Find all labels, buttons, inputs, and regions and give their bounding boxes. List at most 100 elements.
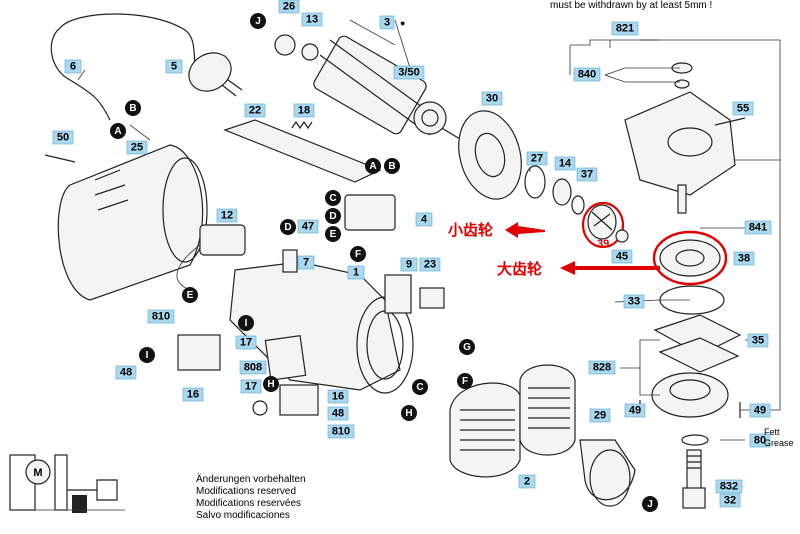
svg-text:37: 37: [581, 168, 593, 180]
svg-text:C: C: [416, 382, 423, 393]
svg-text:45: 45: [616, 250, 628, 262]
switch-rod-22-drawing: [223, 119, 382, 183]
svg-text:23: 23: [424, 258, 436, 270]
spring-18-drawing: [291, 120, 313, 130]
label-17-bottom: 17: [240, 379, 262, 394]
svg-text:821: 821: [616, 22, 634, 34]
label-1: 1: [347, 265, 365, 280]
armature-drawing: [274, 34, 471, 146]
brush-holder-16a-drawing: [177, 334, 221, 371]
marker-F-switch: F: [350, 246, 366, 262]
svg-text:841: 841: [749, 221, 767, 233]
label-828: 828: [588, 360, 616, 375]
label-48-left: 48: [115, 365, 137, 380]
label-22: 22: [244, 103, 266, 118]
svg-text:47: 47: [302, 220, 314, 232]
svg-text:J: J: [255, 16, 261, 27]
label-13: 13: [301, 12, 323, 27]
nut-45-drawing: [615, 229, 629, 243]
label-2: 2: [518, 474, 536, 489]
brush-holder-16b-drawing: [279, 384, 319, 416]
label-9: 9: [400, 257, 418, 272]
label-841: 841: [744, 220, 772, 235]
marker-G-coil: G: [459, 339, 475, 355]
label-23: 23: [419, 257, 441, 272]
marker-C-switch: C: [325, 190, 341, 206]
label-45: 45: [611, 249, 633, 264]
capacitor-12-drawing: [199, 224, 246, 256]
svg-text:4: 4: [421, 213, 428, 225]
big-gear-38-drawing: [652, 230, 728, 286]
svg-text:810: 810: [332, 425, 350, 437]
disclaimer-en: Modifications reserved: [196, 486, 296, 497]
switch-4-drawing: [344, 194, 396, 231]
svg-text:810: 810: [152, 310, 170, 322]
svg-text:C: C: [329, 193, 336, 204]
marker-A-cable: A: [110, 123, 126, 139]
svg-text:D: D: [284, 222, 291, 233]
motor-schematic: M: [9, 454, 125, 513]
svg-text:F: F: [355, 249, 361, 260]
label-47: 47: [297, 219, 319, 234]
schematic-motor-letter: M: [33, 467, 42, 479]
svg-text:3/50: 3/50: [398, 66, 419, 78]
svg-text:3: 3: [384, 16, 390, 28]
spindle-832-drawing: [682, 449, 706, 509]
label-821: 821: [611, 21, 639, 36]
svg-text:E: E: [187, 290, 194, 301]
marker-D-capacitor: D: [280, 219, 296, 235]
svg-text:49: 49: [754, 404, 766, 416]
marker-I-left: I: [139, 347, 155, 363]
label-6: 6: [64, 59, 82, 74]
svg-text:49: 49: [629, 404, 641, 416]
svg-text:9: 9: [406, 258, 412, 270]
small-gear-annotation: 小齿轮: [448, 221, 493, 239]
svg-text:840: 840: [578, 68, 596, 80]
svg-text:A: A: [114, 126, 121, 137]
label-810-top: 810: [147, 309, 175, 324]
marker-I-top: I: [238, 315, 254, 331]
label-80: 80: [749, 433, 771, 448]
label-55: 55: [732, 101, 754, 116]
label-26: 26: [278, 0, 300, 14]
label-808: 808: [239, 360, 267, 375]
label-37: 37: [576, 167, 598, 182]
svg-text:I: I: [146, 350, 149, 361]
marker-D-switch: D: [325, 208, 341, 224]
svg-text:18: 18: [298, 104, 310, 116]
bearing-plate-30-drawing: [458, 110, 522, 200]
label-840: 840: [573, 67, 601, 82]
disclaimer-es: Salvo modificaciones: [196, 510, 290, 521]
svg-text:38: 38: [738, 252, 750, 264]
svg-text:12: 12: [221, 209, 233, 221]
bearing-14-drawing: [552, 178, 572, 206]
svg-text:B: B: [129, 103, 136, 114]
svg-text:17: 17: [240, 336, 252, 348]
plate-9-drawing: [384, 274, 412, 314]
big-gear-annotation: 大齿轮: [497, 260, 542, 278]
screw-55-drawing: [714, 117, 746, 126]
label-12: 12: [216, 208, 238, 223]
label-14: 14: [554, 156, 576, 171]
small-gear-39-drawing: [581, 201, 625, 249]
svg-text:32: 32: [724, 494, 736, 506]
label-3-bullet: ●: [400, 18, 405, 28]
label-49-left: 49: [624, 403, 646, 418]
svg-text:17: 17: [245, 380, 257, 392]
svg-text:35: 35: [752, 334, 764, 346]
marker-E-switch: E: [325, 226, 341, 242]
label-32: 32: [719, 493, 741, 508]
label-3: 3: [379, 15, 395, 30]
svg-text:16: 16: [187, 388, 199, 400]
svg-text:27: 27: [531, 152, 543, 164]
svg-text:H: H: [405, 408, 412, 419]
ring-80-drawing: [681, 434, 709, 446]
svg-text:22: 22: [249, 104, 261, 116]
marker-E-capacitor: E: [182, 287, 198, 303]
label-3-50: 3/50: [393, 65, 425, 80]
marker-F-coil: F: [457, 373, 473, 389]
label-27: 27: [526, 151, 548, 166]
svg-text:55: 55: [737, 102, 749, 114]
svg-text:832: 832: [720, 480, 738, 492]
